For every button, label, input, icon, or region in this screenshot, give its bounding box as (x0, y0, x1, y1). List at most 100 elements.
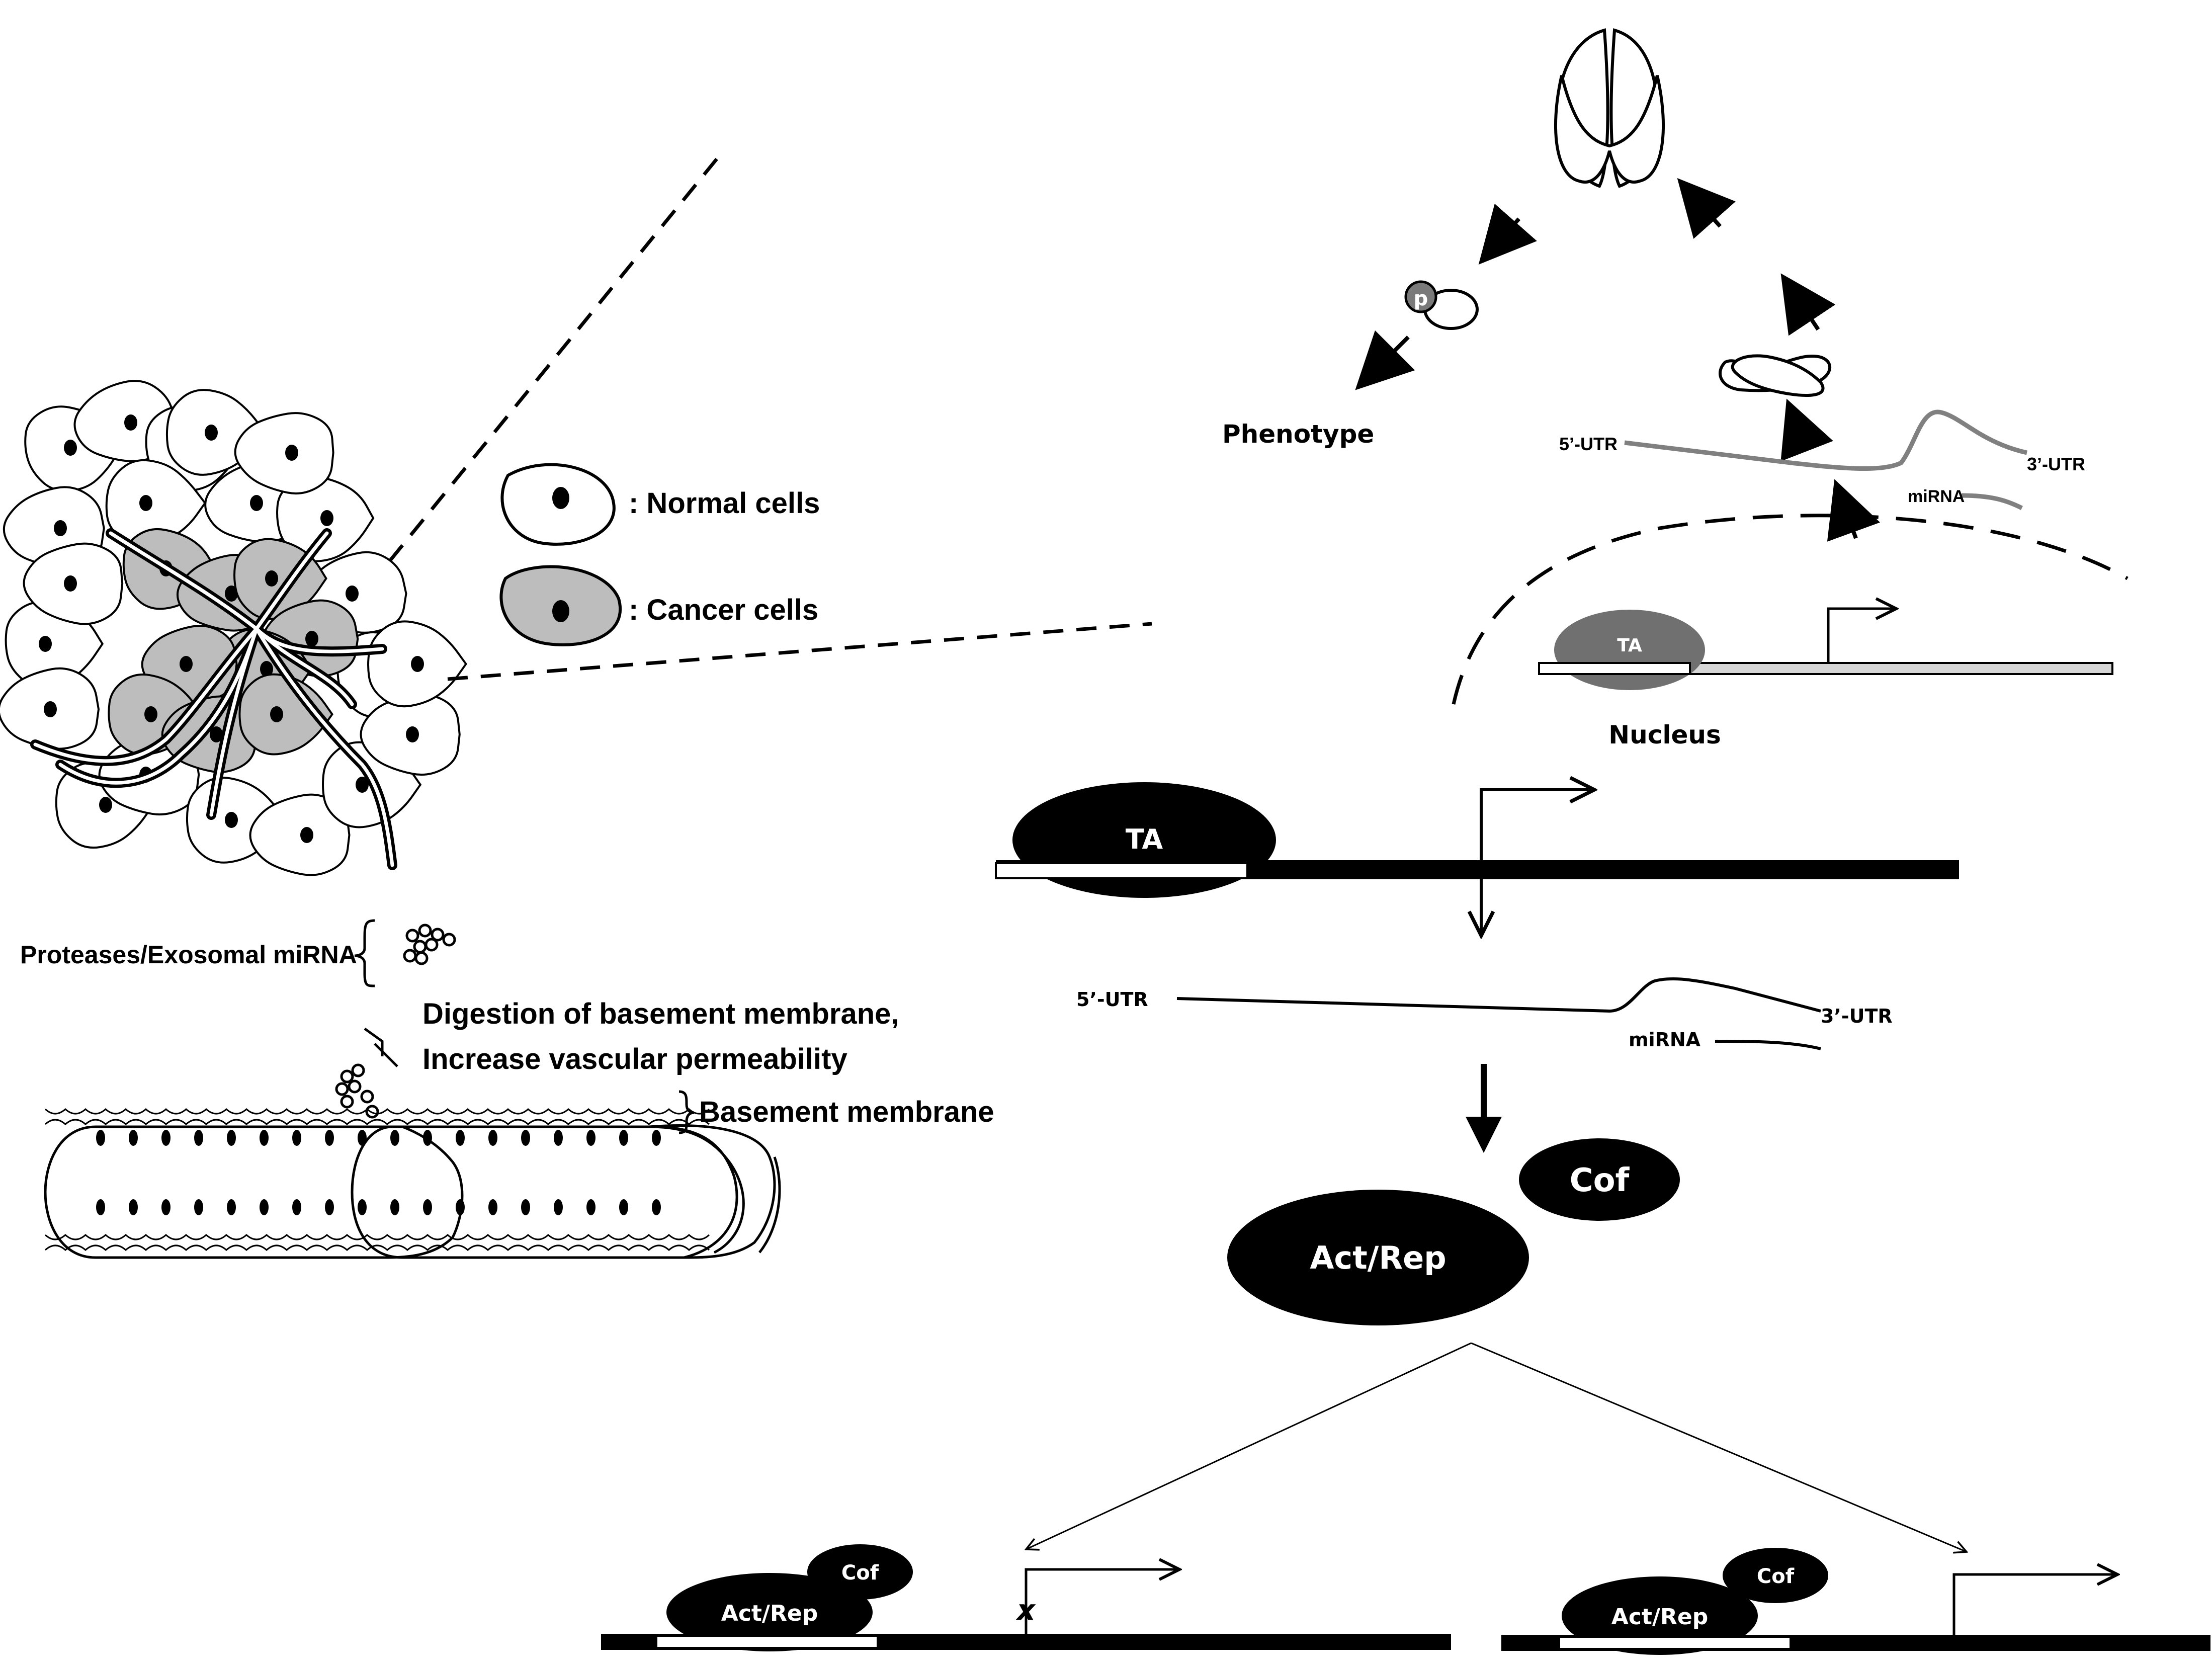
endothelial-nucleus (521, 1130, 530, 1146)
cofactor-label: Cof (1570, 1162, 1630, 1199)
inhibition-bar (364, 1027, 398, 1067)
endothelial-nucleus (521, 1199, 530, 1215)
basement-membrane-label: Basement membrane (699, 1096, 994, 1128)
endothelial-nucleus (358, 1130, 367, 1146)
legend: : Normal cells : Cancer cells (499, 463, 820, 646)
normal-cell (105, 459, 207, 546)
endothelial-nucleus (227, 1199, 236, 1215)
endothelial-nucleus (586, 1199, 595, 1215)
cytoplasm-pathway: p Phenotype 5’-UTR 3’-UTR miRNA TA Nucle… (1222, 28, 2129, 750)
cell-nucleus (139, 495, 152, 511)
endothelial-nucleus (554, 1199, 563, 1215)
vesicle-icon (335, 1063, 379, 1119)
arrow-phospho-to-phenotype (1355, 330, 1415, 390)
endothelial-nuclei-top (96, 1130, 661, 1146)
endothelial-nuclei-bottom (96, 1199, 661, 1215)
main-promoter (995, 862, 1248, 879)
cytoplasm-mirna-label: miRNA (1908, 487, 1965, 506)
cell-nucleus (225, 812, 238, 828)
act-rep-factor (1227, 1190, 1529, 1325)
right-cofactor-icon (1723, 1548, 1828, 1603)
cell-nucleus (250, 495, 263, 511)
cell-nucleus (124, 414, 137, 431)
endothelial-nucleus (260, 1130, 269, 1146)
arrow-mrna-to-ribosome (1780, 398, 1833, 462)
repressed-gene-panel: Act/Rep Cof x (601, 1544, 1451, 1651)
endothelial-nucleus (260, 1199, 269, 1215)
endothelial-nucleus (161, 1199, 171, 1215)
branch-arrow-left (1026, 1342, 1472, 1549)
nucleus-label: Nucleus (1608, 720, 1721, 750)
cell-nucleus (270, 706, 283, 722)
effect-line-1: Digestion of basement membrane, (422, 997, 899, 1030)
main-mrna (1176, 977, 1821, 1013)
cell-nucleus (64, 575, 77, 592)
membrane-fiber (44, 1108, 710, 1115)
main-utr5: 5’-UTR (1076, 988, 1148, 1011)
endothelial-nucleus (325, 1199, 334, 1215)
main-ta-label: TA (1126, 823, 1163, 855)
blood-vessel-icon (44, 1108, 781, 1259)
left-cofactor-icon (807, 1544, 913, 1600)
main-mirna (1715, 1040, 1821, 1050)
endothelial-nucleus (227, 1130, 236, 1146)
basement-membrane-fibers (44, 1108, 710, 1252)
repressed-marker: x (1015, 1594, 1036, 1627)
secreted-factors-label: Proteases/Exosomal miRNA (20, 941, 357, 969)
cytoplasm-mirna (1961, 493, 2023, 511)
cell-nucleus (406, 726, 419, 742)
cell-nucleus (260, 661, 273, 677)
endothelial-nucleus (96, 1199, 105, 1215)
cell-nucleus (285, 445, 298, 461)
left-act-rep-label: Act/Rep (721, 1601, 818, 1626)
cell-nucleus (39, 636, 52, 652)
cell-nucleus (144, 706, 157, 722)
transcription-mechanism: TA 5’-UTR 3’-UTR miRNA Cof Act/Rep Act/R… (601, 782, 2210, 1655)
endothelial-nucleus (652, 1199, 661, 1215)
cell-nucleus (265, 570, 278, 587)
arrow-ribosome-to-protein (1677, 178, 1736, 239)
arrow-nucleus-export (1827, 479, 1881, 542)
endothelial-nucleus (423, 1199, 432, 1215)
cell-nucleus (320, 510, 333, 526)
main-mirna-label: miRNA (1629, 1029, 1701, 1051)
membrane-fiber (44, 1233, 710, 1240)
ribosome-icon (1719, 354, 1832, 397)
nucleus-tss-arrow (1827, 609, 1896, 663)
endothelial-nucleus (652, 1130, 661, 1146)
endothelial-nucleus (488, 1130, 497, 1146)
normal-cell (249, 793, 351, 876)
cell-nucleus (44, 701, 57, 717)
cell-nucleus (356, 777, 369, 793)
main-utr3: 3’-UTR (1821, 1005, 1893, 1027)
effect-line-2: Increase vascular permeability (422, 1043, 847, 1075)
cell-nucleus (180, 656, 193, 672)
endothelial-nucleus (129, 1130, 138, 1146)
phospho-protein-icon: p (1404, 280, 1479, 330)
cell-nucleus (64, 440, 77, 456)
endothelial-nucleus (456, 1199, 465, 1215)
cell-nucleus (300, 827, 313, 843)
folded-protein-icon (1554, 28, 1665, 188)
vesicle-icon (403, 924, 456, 965)
endothelial-nucleus (586, 1130, 595, 1146)
phospho-marker: p (1414, 287, 1428, 310)
normal-cell (234, 412, 334, 494)
secreted-bracket (354, 919, 375, 987)
secretion-annotations: Proteases/Exosomal miRNA Digestion of ba… (20, 919, 994, 1134)
endothelial-nucleus (619, 1199, 628, 1215)
legend-cancer-label: : Cancer cells (629, 594, 818, 626)
phenotype-label: Phenotype (1222, 420, 1374, 449)
nuclear-envelope (1452, 514, 2129, 705)
endothelial-nucleus (194, 1130, 203, 1146)
endothelial-nucleus (292, 1130, 301, 1146)
legend-normal-label: : Normal cells (629, 487, 820, 520)
endothelial-nucleus (488, 1199, 497, 1215)
branch-arrow-right (1471, 1342, 1967, 1552)
cell-nucleus (305, 631, 318, 647)
endothelial-nucleus (161, 1130, 171, 1146)
activated-gene-panel: Act/Rep Cof (1501, 1548, 2210, 1655)
left-tss-arrow (1025, 1569, 1179, 1634)
endothelial-nucleus (325, 1130, 334, 1146)
